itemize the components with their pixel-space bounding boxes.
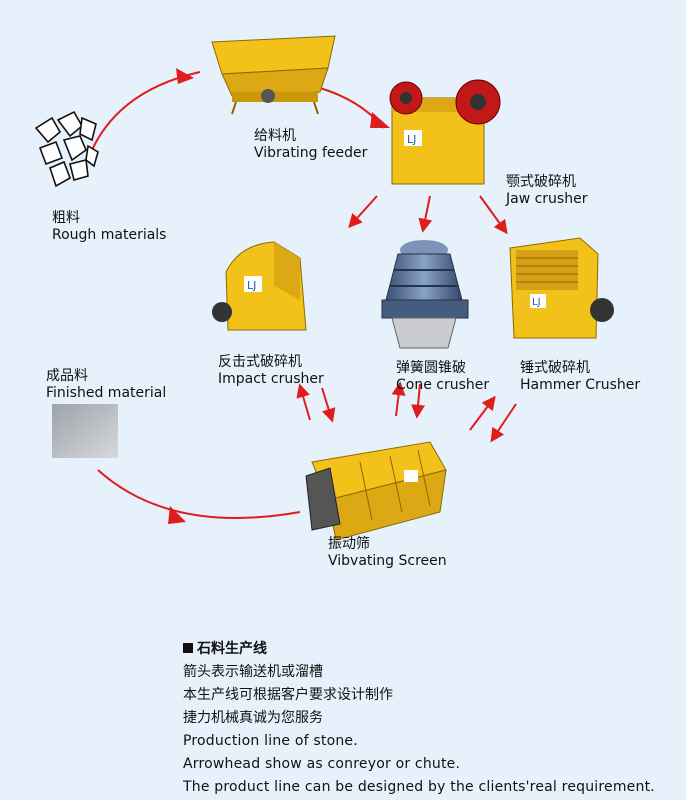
label-vibrating-feeder: 给料机 Vibrating feeder xyxy=(254,128,367,162)
svg-text:LJ: LJ xyxy=(407,133,416,146)
label-cone-crusher: 弹簧圆锥破 Cone crusher xyxy=(396,360,489,394)
finished-material-image xyxy=(52,404,118,458)
production-flow-diagram: LJ LJ LJ xyxy=(34,35,614,541)
notes-title: 石料生产线 xyxy=(197,641,267,657)
notes-line-4: Production line of stone. xyxy=(183,733,358,749)
arrowhead-finished xyxy=(168,506,186,524)
rough-materials-image xyxy=(34,110,99,188)
notes-line-6: The product line can be designed by the … xyxy=(183,779,655,795)
big-arrowheads xyxy=(168,68,390,524)
arrow-cone-up xyxy=(391,381,406,417)
label-rough-cn: 粗料 xyxy=(52,210,80,226)
arrowhead-feeder xyxy=(176,68,194,84)
label-jaw-en: Jaw crusher xyxy=(506,191,588,207)
svg-text:LJ: LJ xyxy=(532,297,541,308)
label-impact-cn: 反击式破碎机 xyxy=(218,354,302,370)
small-arrows xyxy=(296,195,517,443)
arrow-cone-down xyxy=(411,383,426,419)
arrow-jaw-to-hammer xyxy=(479,195,508,235)
label-feeder-en: Vibrating feeder xyxy=(254,145,368,161)
arc-rough-to-feeder xyxy=(91,71,201,151)
label-hammer-cn: 锤式破碎机 xyxy=(520,360,590,376)
label-cone-en: Cone crusher xyxy=(396,377,490,393)
notes-line-2: 本生产线可根据客户要求设计制作 xyxy=(183,687,393,703)
impact-crusher-image: LJ xyxy=(212,241,307,331)
arc-screen-to-finished xyxy=(97,469,301,520)
cone-crusher-image xyxy=(381,240,469,349)
arrow-jaw-to-impact xyxy=(348,195,378,229)
arrow-impact-down xyxy=(321,387,336,423)
vibrating-screen-image xyxy=(305,441,447,541)
arrow-hammer-up xyxy=(469,395,496,431)
jaw-crusher-image: LJ xyxy=(389,79,501,185)
label-rough-en: Rough materials xyxy=(52,227,167,243)
label-finished-material: 成品料 Finished material xyxy=(46,368,166,402)
label-finished-cn: 成品料 xyxy=(46,368,88,384)
label-jaw-crusher: 颚式破碎机 Jaw crusher xyxy=(506,174,587,208)
label-screen-cn: 振动筛 xyxy=(328,536,370,552)
label-vibrating-screen: 振动筛 Vibvating Screen xyxy=(328,536,447,570)
notes-title-row: 石料生产线 xyxy=(183,638,683,661)
label-hammer-crusher: 锤式破碎机 Hammer Crusher xyxy=(520,360,640,394)
label-impact-en: Impact crusher xyxy=(218,371,324,387)
label-hammer-en: Hammer Crusher xyxy=(520,377,641,393)
label-impact-crusher: 反击式破碎机 Impact crusher xyxy=(218,354,324,388)
label-finished-en: Finished material xyxy=(46,385,167,401)
label-jaw-cn: 颚式破碎机 xyxy=(506,174,576,190)
label-cone-cn: 弹簧圆锥破 xyxy=(396,360,466,376)
notes-block: 石料生产线 箭头表示输送机或溜槽 本生产线可根据客户要求设计制作 捷力机械真诚为… xyxy=(183,638,683,799)
label-feeder-cn: 给料机 xyxy=(254,128,296,144)
label-screen-en: Vibvating Screen xyxy=(328,553,447,569)
arrow-impact-up xyxy=(296,383,311,421)
notes-line-5: Arrowhead show as conreyor or chute. xyxy=(183,756,461,772)
arrowhead-jaw xyxy=(370,112,390,128)
svg-text:LJ: LJ xyxy=(247,279,256,292)
notes-line-3: 捷力机械真诚为您服务 xyxy=(183,710,323,726)
arrow-hammer-down xyxy=(490,403,517,443)
notes-line-1: 箭头表示输送机或溜槽 xyxy=(183,664,323,680)
vibrating-feeder-image xyxy=(211,35,336,115)
label-rough-materials: 粗料 Rough materials xyxy=(52,210,166,244)
square-bullet-icon xyxy=(183,643,193,653)
hammer-crusher-image: LJ xyxy=(509,237,614,339)
arrow-jaw-to-cone xyxy=(418,195,433,233)
